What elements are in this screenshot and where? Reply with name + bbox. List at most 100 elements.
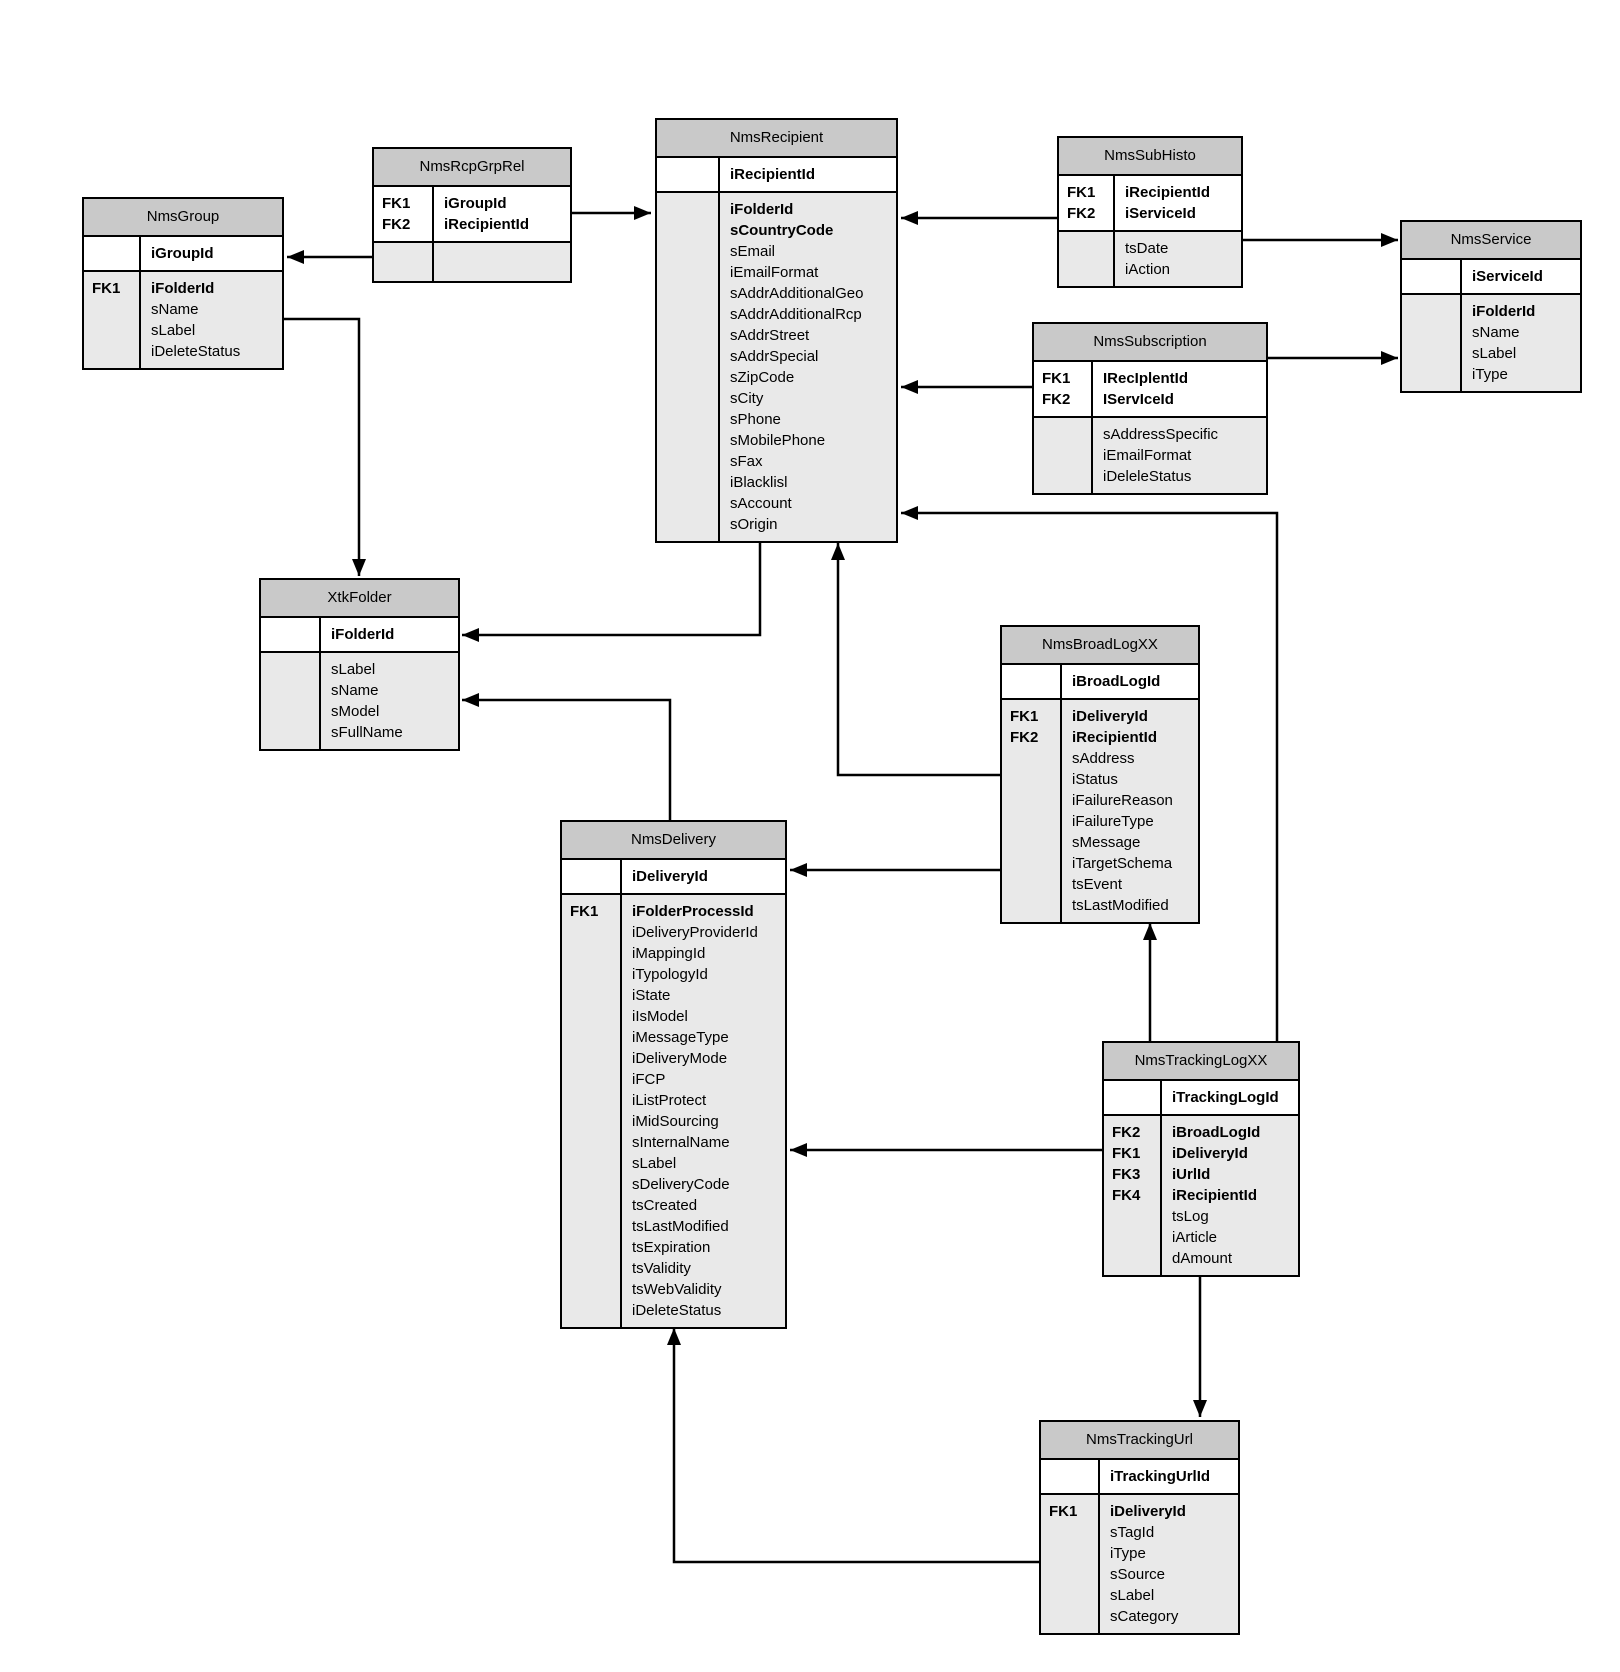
fk-label <box>1104 1206 1162 1227</box>
field-name: tsDate <box>1125 240 1169 257</box>
field-name: sEmail <box>730 243 776 260</box>
fk-label <box>562 1300 622 1321</box>
fk-label <box>657 262 720 283</box>
field-row: iFolderId <box>657 199 896 220</box>
field-row: sCategory <box>1041 1606 1238 1627</box>
field-name: sOrigin <box>730 516 778 533</box>
field-name: sSource <box>1110 1566 1166 1583</box>
field-name: iDeliveryId <box>632 868 708 885</box>
entity-title: NmsSubHisto <box>1059 138 1241 176</box>
field-row: iGroupId <box>84 243 282 264</box>
entity-pk-section: iGroupId <box>84 237 282 270</box>
field-row: iFolderId <box>1402 301 1580 322</box>
field-row: iFailureReason <box>1002 790 1198 811</box>
field-name: iFolderId <box>151 280 215 297</box>
arrow-nmstrackinglogxx-to-nmsrecipient <box>901 506 1279 1041</box>
field-row: sLabel <box>84 320 282 341</box>
fk-label <box>657 164 720 185</box>
field-name: iEmailFormat <box>1103 447 1192 464</box>
field-row: sLabel <box>562 1153 785 1174</box>
field-row: iDeliveryId <box>562 866 785 887</box>
field-row: sEmail <box>657 241 896 262</box>
field-row: iListProtect <box>562 1090 785 1111</box>
field-name: sCategory <box>1110 1608 1179 1625</box>
fk-label: FK3 <box>1112 1166 1141 1183</box>
field-name: sName <box>151 301 199 318</box>
field-row: iDeliveryProviderId <box>562 922 785 943</box>
field-row: iMidSourcing <box>562 1111 785 1132</box>
field-name: iTrackingUrlId <box>1110 1468 1211 1485</box>
fk-label <box>562 1111 622 1132</box>
fk-label <box>562 1258 622 1279</box>
field-row: tsLog <box>1104 1206 1298 1227</box>
field-row: iTrackingUrlId <box>1041 1466 1238 1487</box>
fk-label <box>1002 832 1062 853</box>
field-name: iBlacklisl <box>730 474 788 491</box>
field-name: sAddrAdditionalGeo <box>730 285 864 302</box>
fk-label <box>84 299 141 320</box>
fk-label <box>1002 671 1062 692</box>
field-row: iDeleleStatus <box>1034 466 1266 487</box>
field-row: sCountryCode <box>657 220 896 241</box>
field-name: tsLog <box>1172 1208 1209 1225</box>
entity-title: NmsRcpGrpRel <box>374 149 570 187</box>
arrow-nmsbroadlogxx-to-nmsrecipient <box>831 543 1000 777</box>
field-row: sMessage <box>1002 832 1198 853</box>
fk-label <box>657 514 720 535</box>
field-name: iAction <box>1125 261 1171 278</box>
field-row: iServiceId <box>1402 266 1580 287</box>
entity-title: NmsTrackingUrl <box>1041 1422 1238 1460</box>
fk-label: FK1 <box>1067 184 1096 201</box>
fk-label <box>657 304 720 325</box>
entity-title: NmsTrackingLogXX <box>1104 1043 1298 1081</box>
field-name: tsWebValidity <box>632 1281 722 1298</box>
fk-label <box>1402 343 1462 364</box>
field-row: iArticle <box>1104 1227 1298 1248</box>
field-name: iDeliveryId <box>1110 1503 1186 1520</box>
field-name: iServiceId <box>1472 268 1543 285</box>
field-name: iRecipientId <box>1072 729 1158 746</box>
field-row: iMappingId <box>562 943 785 964</box>
entity-pk-section: iDeliveryId <box>562 860 785 893</box>
fk-label <box>657 388 720 409</box>
fk-label <box>1402 301 1462 322</box>
field-name: sLabel <box>632 1155 677 1172</box>
entity-pk-section: iRecipientId <box>657 158 896 191</box>
fk-label <box>84 341 141 362</box>
field-row: sName <box>1402 322 1580 343</box>
field-name: iTypologyId <box>632 966 708 983</box>
fk-label <box>657 430 720 451</box>
field-name: IServIceId <box>1103 391 1174 408</box>
fk-label <box>1104 1227 1162 1248</box>
field-row: iFCP <box>562 1069 785 1090</box>
field-name: sLabel <box>331 661 376 678</box>
field-name: iEmailFormat <box>730 264 819 281</box>
fk-label <box>1041 1522 1100 1543</box>
field-name: sInternalName <box>632 1134 730 1151</box>
field-name: sAddrStreet <box>730 327 810 344</box>
field-row: sOrigin <box>657 514 896 535</box>
field-name: sLabel <box>1472 345 1517 362</box>
field-row: tsLastModified <box>1002 895 1198 916</box>
entity-title: NmsBroadLogXX <box>1002 627 1198 665</box>
field-name: sName <box>1472 324 1520 341</box>
fk-label <box>657 367 720 388</box>
